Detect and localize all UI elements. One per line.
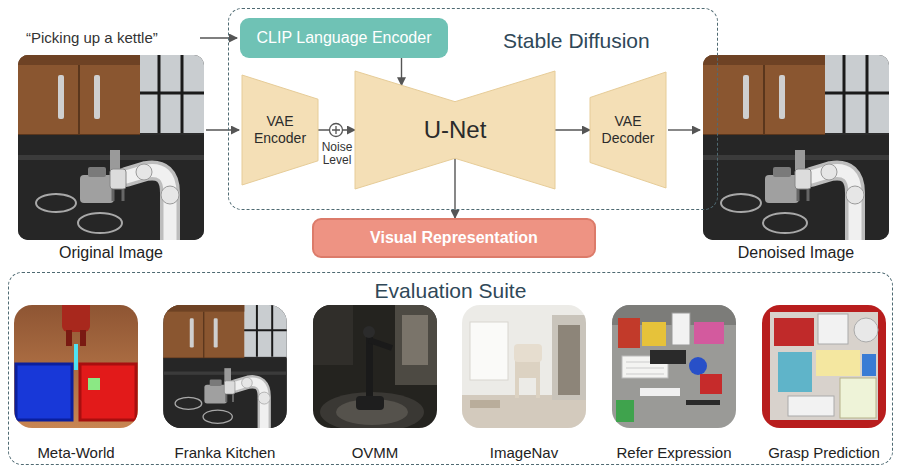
node-label: U-Net [424, 116, 487, 144]
shape-fill [242, 75, 318, 185]
stable-diffusion-region: Stable Diffusion CLIP Language EncoderVAE… [228, 8, 718, 210]
shape-fill [355, 71, 555, 189]
node-label: CLIP Language Encoder [257, 29, 432, 47]
vae-decoder: VAE Decoder [590, 72, 666, 188]
region-title: Evaluation Suite [9, 279, 892, 303]
flow-arrow [401, 58, 402, 85]
flow-arrow [555, 129, 590, 130]
node-label: VAE Encoder [246, 113, 314, 147]
node-label: Visual Representation [370, 229, 538, 247]
vae-encoder: VAE Encoder [242, 75, 318, 185]
image-caption: Denoised Image [701, 244, 891, 262]
encoder-box: CLIP Language Encoder [240, 18, 448, 58]
node-label: VAE Decoder [594, 113, 662, 147]
task-caption: OVMM [302, 444, 448, 461]
unet-block: U-Net [355, 71, 555, 189]
region-title: Stable Diffusion [503, 29, 650, 53]
task-caption: Refer Expression [601, 444, 747, 461]
noise-label: Noise Level [318, 141, 356, 167]
prompt-text: “Picking up a kettle” [26, 29, 158, 46]
image-caption: Original Image [16, 244, 206, 262]
task-caption: ImageNav [451, 444, 597, 461]
task-caption: Franka Kitchen [152, 444, 298, 461]
task-caption: Meta-World [3, 444, 149, 461]
shape-fill [590, 72, 666, 188]
task-caption: Grasp Prediction [751, 444, 897, 461]
representation-box: Visual Representation [312, 218, 596, 258]
evaluation-region: Evaluation Suite [8, 272, 893, 465]
